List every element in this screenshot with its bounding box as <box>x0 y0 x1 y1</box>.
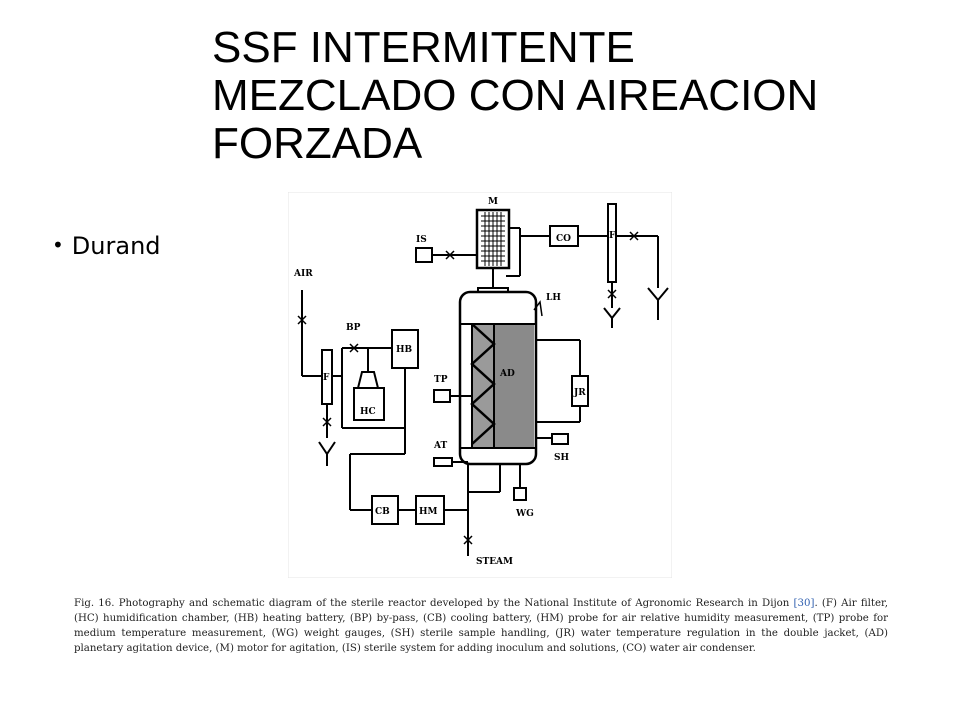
label-sh: SH <box>554 453 569 463</box>
caption-prefix: Fig. 16. Photography and schematic diagr… <box>74 598 794 609</box>
label-steam: STEAM <box>476 557 513 567</box>
wg-box <box>513 487 527 501</box>
is-box <box>415 247 433 263</box>
label-at: AT <box>433 441 447 451</box>
title-line-2: MEZCLADO CON AIREACION <box>212 71 819 120</box>
label-hm: HM <box>419 507 438 517</box>
reactor-schematic: M IS CO F AIR BP HB F HC LH TP AD JR AT … <box>287 191 673 579</box>
label-is: IS <box>416 235 427 245</box>
label-f-top: F <box>609 231 616 241</box>
label-air: AIR <box>293 269 313 279</box>
tp-box <box>433 389 451 403</box>
label-co: CO <box>556 234 571 244</box>
label-m: M <box>488 197 498 207</box>
label-hc: HC <box>360 407 376 417</box>
label-f-left: F <box>323 373 330 383</box>
hc-box <box>353 387 385 421</box>
bullet-item: • Durand <box>52 232 161 260</box>
label-lh: LH <box>546 293 561 303</box>
figure-caption: Fig. 16. Photography and schematic diagr… <box>74 596 888 656</box>
sh-box <box>551 433 569 445</box>
label-tp: TP <box>434 375 448 385</box>
title-line-1: SSF INTERMITENTE <box>212 23 635 72</box>
label-bp: BP <box>346 323 361 333</box>
caption-suffix: . (F) Air filter, (HC) humidification ch… <box>74 598 888 654</box>
bullet-dot-icon: • <box>52 233 64 257</box>
title-line-3: FORZADA <box>212 119 423 168</box>
motor-grille-icon <box>481 212 505 266</box>
label-wg: WG <box>515 509 534 519</box>
label-jr: JR <box>573 388 586 398</box>
bullet-text: Durand <box>71 232 161 260</box>
hb-box <box>391 329 419 369</box>
slide-title: SSF INTERMITENTE MEZCLADO CON AIREACION … <box>212 24 932 168</box>
label-hb: HB <box>396 345 413 355</box>
at-box <box>433 457 453 467</box>
caption-reference-link[interactable]: [30] <box>793 598 815 609</box>
label-cb: CB <box>375 507 390 517</box>
label-ad: AD <box>499 369 515 379</box>
top-filter <box>607 203 617 283</box>
reactor-diagram: M IS CO F AIR BP HB F HC LH TP AD JR AT … <box>287 191 673 579</box>
